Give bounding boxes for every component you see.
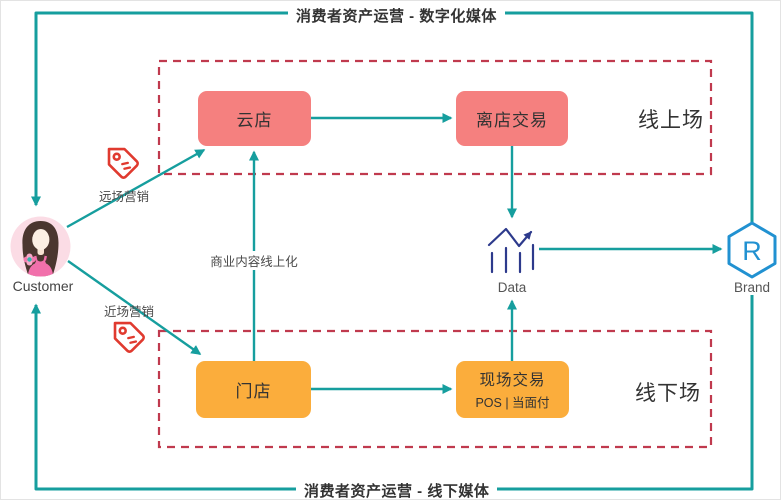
avatar-face: [32, 229, 50, 250]
node-cloud-store-label: 云店: [236, 111, 273, 130]
edge-customer-to-cloudstore: [66, 148, 206, 229]
brand-hexagon-outline: [727, 221, 777, 279]
node-onsite-transaction-subtitle: POS | 当面付: [475, 396, 550, 410]
top-banner: 消费者资产运营 - 数字化媒体: [288, 5, 505, 26]
customer-avatar: [10, 216, 71, 277]
zone-online-border: [157, 59, 713, 176]
zone-offline-label: 线下场: [635, 382, 701, 405]
node-onsite-transaction-title: 现场交易: [479, 372, 546, 389]
node-offstore-transaction: 离店交易: [456, 91, 568, 146]
avatar-fringe: [32, 226, 50, 237]
zone-online-label: 线上场: [638, 109, 704, 132]
zone-offline-border: [157, 329, 713, 449]
brand-letter: R: [742, 236, 762, 266]
avatar-dress: [27, 259, 54, 277]
node-cloud-store: 云店: [198, 91, 311, 146]
avatar-flower: [23, 253, 36, 266]
node-store-label: 门店: [235, 382, 272, 401]
avatar-figure: [22, 221, 59, 277]
far-field-marketing-label: 远场营销: [99, 190, 150, 204]
near-field-marketing-label: 近场营销: [104, 305, 155, 319]
node-onsite-transaction: 现场交易 POS | 当面付: [456, 361, 569, 418]
data-label: Data: [497, 280, 527, 295]
brand-label: Brand: [733, 280, 771, 295]
avatar-dress-strap-left: [34, 255, 38, 261]
brand-hexagon-icon: R: [727, 221, 777, 279]
avatar-dress-strap-right: [43, 255, 47, 261]
tag-hole: [118, 326, 127, 335]
node-offstore-transaction-label: 离店交易: [476, 111, 548, 130]
customer-label: Customer: [12, 278, 74, 294]
edge-customer-to-store: [67, 260, 202, 355]
node-store: 门店: [196, 361, 311, 418]
near-field-tag-icon: [113, 321, 145, 353]
tag-hole: [112, 152, 121, 161]
chart-data-icon: [487, 227, 535, 274]
far-field-tag-icon: [107, 147, 139, 179]
bottom-banner: 消费者资产运营 - 线下媒体: [296, 480, 498, 499]
content-onlineization-label: 商业内容线上化: [207, 251, 301, 270]
